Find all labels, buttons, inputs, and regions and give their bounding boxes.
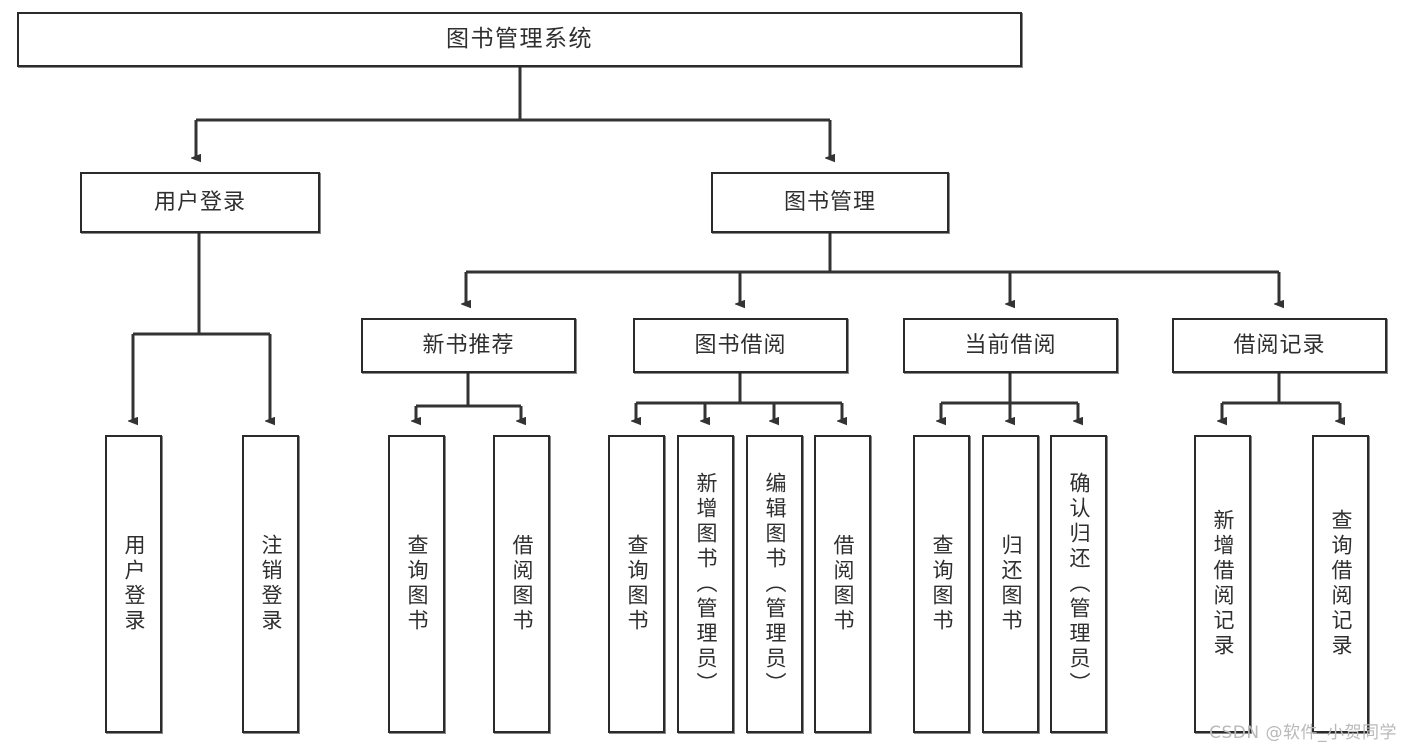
node-label: 新增借阅记录 [1211,509,1235,659]
node-label: 图书管理系统 [446,26,593,53]
node-current-borrow[interactable]: 当前借阅 [903,318,1118,373]
node-label: 借阅记录 [1233,332,1326,358]
node-label: 用户登录 [153,189,246,215]
leaf-logout[interactable]: 注销登录 [242,435,299,733]
leaf-borrow-books-recommend[interactable]: 借阅图书 [493,435,550,733]
node-new-book-recommend[interactable]: 新书推荐 [361,318,576,373]
node-label: 图书借阅 [694,332,787,358]
leaf-query-books-borrow[interactable]: 查询图书 [608,435,665,733]
node-label: 当前借阅 [964,332,1057,358]
node-label: 注销登录 [259,534,283,634]
leaf-add-borrow-record[interactable]: 新增借阅记录 [1194,435,1251,733]
leaf-user-login[interactable]: 用户登录 [105,435,162,733]
node-book-management[interactable]: 图书管理 [711,172,949,233]
node-book-borrow[interactable]: 图书借阅 [633,318,848,373]
leaf-query-books-current[interactable]: 查询图书 [913,435,970,733]
node-label: 确认归还（管理员） [1067,471,1091,697]
node-label: 查询图书 [930,534,954,634]
node-root-library-system[interactable]: 图书管理系统 [17,12,1022,67]
node-label: 查询图书 [405,534,429,634]
leaf-return-books[interactable]: 归还图书 [982,435,1039,733]
node-borrow-records[interactable]: 借阅记录 [1172,318,1387,373]
node-user-login[interactable]: 用户登录 [80,172,320,233]
node-label: 用户登录 [122,534,146,634]
leaf-add-book-admin[interactable]: 新增图书（管理员） [677,435,734,733]
node-label: 查询图书 [625,534,649,634]
leaf-confirm-return-admin[interactable]: 确认归还（管理员） [1050,435,1107,733]
leaf-query-borrow-record[interactable]: 查询借阅记录 [1312,435,1369,733]
node-label: 归还图书 [999,534,1023,634]
node-label: 借阅图书 [510,534,534,634]
leaf-edit-book-admin[interactable]: 编辑图书（管理员） [746,435,803,733]
csdn-watermark: CSDN @软件_小贺同学 [1209,723,1397,743]
leaf-borrow-books[interactable]: 借阅图书 [814,435,871,733]
node-label: 新增图书（管理员） [694,471,718,697]
node-label: 新书推荐 [422,332,515,358]
node-label: 查询借阅记录 [1329,509,1353,659]
node-label: 图书管理 [783,189,876,215]
node-label: 借阅图书 [831,534,855,634]
leaf-query-books-recommend[interactable]: 查询图书 [388,435,445,733]
node-label: 编辑图书（管理员） [763,471,787,697]
